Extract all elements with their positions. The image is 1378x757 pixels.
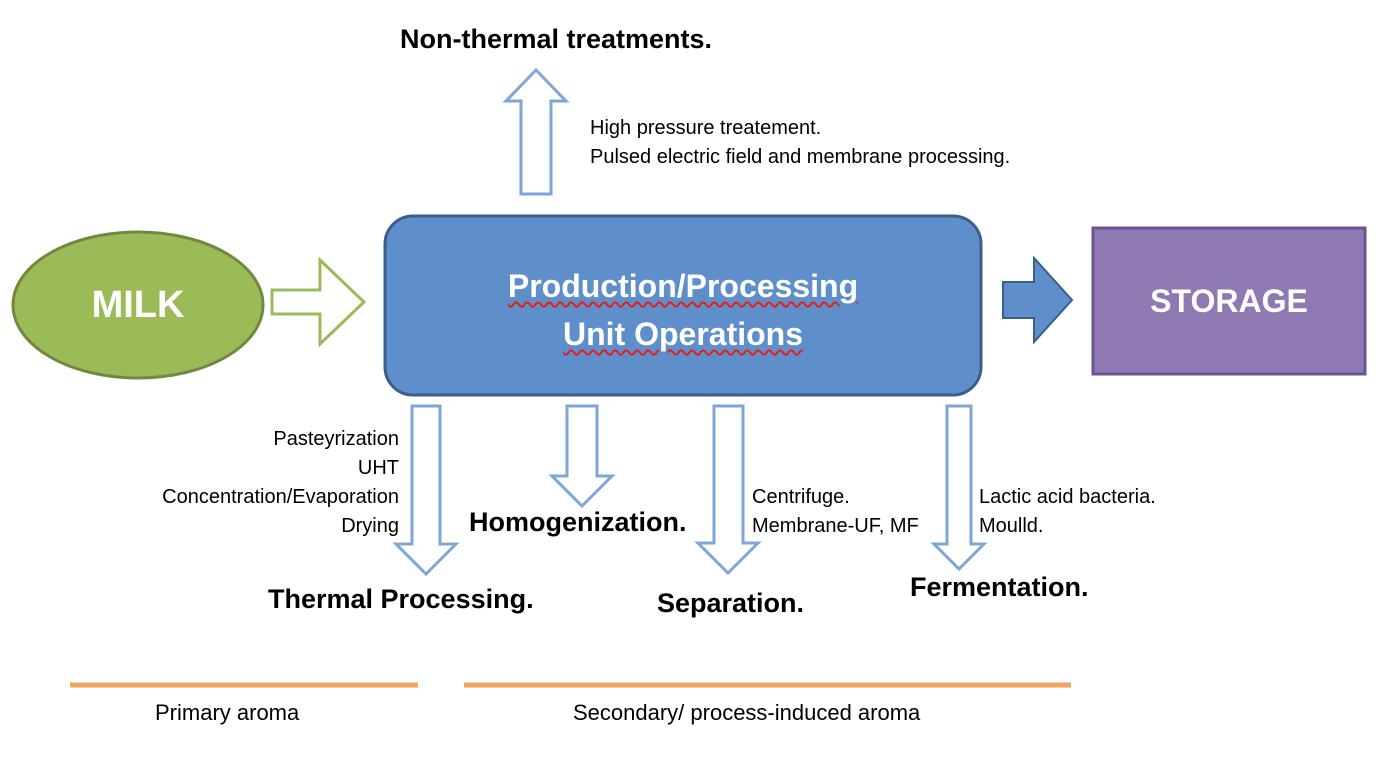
separation-detail-item: Membrane-UF, MF xyxy=(752,515,919,537)
thermal-detail-item: Pasteyrization xyxy=(273,428,399,450)
thermal-arrow xyxy=(392,404,460,577)
fermentation-detail-item: Moulld. xyxy=(979,515,1044,537)
process-to-storage-arrow xyxy=(1002,255,1074,345)
homogenization-arrow xyxy=(548,404,616,509)
thermal-detail-item: Drying xyxy=(341,515,399,537)
process-label-line2: Unit Operations xyxy=(562,316,803,352)
fermentation-detail-item: Lactic acid bacteria. xyxy=(979,486,1156,508)
fermentation-arrow xyxy=(930,404,988,572)
non-thermal-title: Non-thermal treatments. xyxy=(400,24,713,54)
thermal-title: Thermal Processing. xyxy=(268,584,534,614)
thermal-detail-item: Concentration/Evaporation xyxy=(162,486,399,508)
separation-detail-item: Centrifuge. xyxy=(752,486,850,508)
separation-title: Separation. xyxy=(657,588,805,618)
separation-details: Centrifuge. Membrane-UF, MF xyxy=(752,483,919,541)
fermentation-details: Lactic acid bacteria. Moulld. xyxy=(979,483,1156,541)
process-label: Production/Processing Unit Operations xyxy=(385,262,981,358)
milk-label: MILK xyxy=(91,283,185,326)
storage-label: STORAGE xyxy=(1150,282,1308,319)
milk-node-shape xyxy=(11,230,265,380)
non-thermal-arrow xyxy=(502,67,570,196)
secondary-aroma-label: Secondary/ process-induced aroma xyxy=(573,700,921,725)
milk-to-process-arrow xyxy=(270,256,367,348)
thermal-details: Pasteyrization UHT Concentration/Evapora… xyxy=(162,425,399,541)
thermal-detail-item: UHT xyxy=(357,457,399,479)
non-thermal-detail-item: High pressure treatement. xyxy=(590,117,822,139)
homogenization-title: Homogenization. xyxy=(469,507,687,537)
process-node-shape xyxy=(383,214,983,397)
process-label-line1: Production/Processing xyxy=(507,268,859,304)
separation-arrow xyxy=(694,404,762,576)
fermentation-title: Fermentation. xyxy=(910,572,1089,602)
non-thermal-detail-item: Pulsed electric field and membrane proce… xyxy=(590,146,1011,168)
storage-node-shape xyxy=(1091,226,1367,376)
primary-aroma-label: Primary aroma xyxy=(155,700,300,725)
non-thermal-details: High pressure treatement. Pulsed electri… xyxy=(590,114,1010,172)
